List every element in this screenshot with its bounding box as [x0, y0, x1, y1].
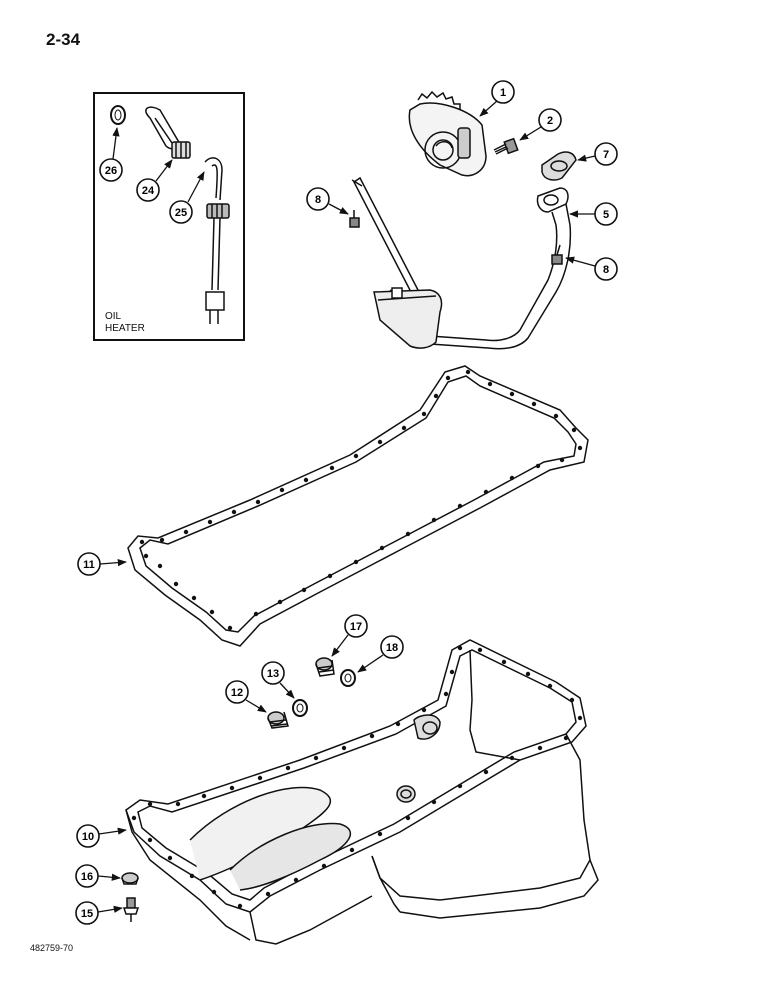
callout-5-text: 5 — [603, 209, 609, 221]
oil-pump-1 — [408, 90, 487, 177]
callout-8a-text: 8 — [315, 194, 321, 206]
callout-10: 10 — [76, 824, 127, 848]
oil-heater-label-line1: OIL — [105, 311, 122, 322]
oil-heater-label: OIL HEATER — [105, 311, 145, 335]
plug-17 — [315, 657, 335, 677]
callout-1: 1 — [479, 80, 515, 117]
callout-5: 5 — [569, 202, 618, 226]
callout-1-text: 1 — [500, 87, 506, 99]
callout-12-text: 12 — [231, 687, 243, 699]
washer-26 — [110, 105, 126, 125]
suction-tube-5 — [351, 176, 572, 350]
heater-element-24 — [145, 106, 191, 159]
callout-26-text: 26 — [105, 165, 117, 177]
plug-12 — [267, 711, 289, 729]
callout-13: 13 — [261, 661, 295, 699]
callout-8b: 8 — [565, 256, 618, 281]
callout-17: 17 — [331, 614, 368, 657]
callout-18-text: 18 — [386, 642, 398, 654]
callout-13-text: 13 — [267, 668, 279, 680]
page-number: 2-34 — [46, 30, 81, 49]
drain-plug-15 — [122, 897, 140, 922]
bolt-8b — [551, 244, 563, 265]
callout-8b-text: 8 — [603, 264, 609, 276]
oil-heater-inset: OIL HEATER — [93, 92, 245, 341]
callout-7-text: 7 — [603, 149, 609, 161]
gasket-7 — [541, 151, 577, 181]
callout-11-text: 11 — [83, 559, 95, 571]
callout-26: 26 — [99, 127, 123, 182]
callout-2-text: 2 — [547, 115, 553, 127]
callout-18: 18 — [357, 635, 404, 673]
washer-18 — [340, 669, 356, 687]
callout-12: 12 — [225, 680, 267, 713]
washer-13 — [292, 699, 308, 717]
callout-24: 24 — [136, 159, 173, 202]
callout-15: 15 — [75, 901, 123, 925]
oil-heater-label-line2: HEATER — [105, 323, 145, 334]
callout-8a: 8 — [306, 187, 349, 215]
cord-25 — [204, 157, 230, 324]
bolt-8a — [349, 210, 360, 228]
callout-15-text: 15 — [81, 908, 93, 920]
callout-25-text: 25 — [175, 207, 187, 219]
drain-washer-16 — [121, 872, 139, 885]
callout-25: 25 — [169, 171, 205, 224]
callout-11: 11 — [77, 552, 127, 576]
figure-id: 482759-70 — [30, 943, 74, 953]
oil-pan-10 — [125, 639, 599, 945]
callout-24-text: 24 — [142, 185, 155, 197]
callout-17-text: 17 — [350, 621, 362, 633]
bolt-2 — [493, 137, 519, 155]
callout-16-text: 16 — [81, 871, 93, 883]
callout-16: 16 — [75, 864, 121, 888]
callout-2: 2 — [519, 108, 562, 141]
callout-10-text: 10 — [82, 831, 94, 843]
callout-7: 7 — [577, 142, 618, 166]
oil-pan-gasket-11 — [127, 365, 589, 647]
